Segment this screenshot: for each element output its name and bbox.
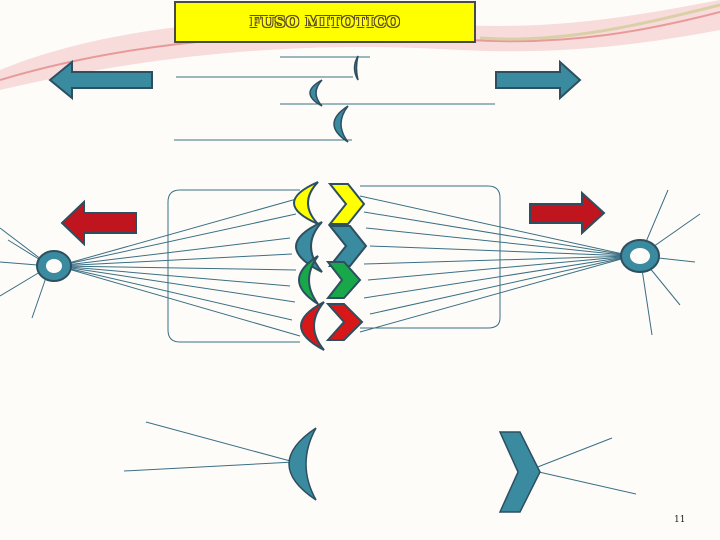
arrow-left-middle [60, 199, 137, 247]
bottom-left-fibers [123, 421, 295, 472]
page-number: 11 [674, 515, 686, 525]
chromosome-teal [295, 221, 368, 273]
spindle-frames [167, 185, 501, 343]
spindle-fibers-right [359, 195, 633, 333]
bottom-left-chromatid [288, 427, 317, 501]
arrow-left-top [48, 59, 153, 101]
spindle-fibers-left [57, 197, 301, 337]
bottom-right-chromatid [498, 431, 541, 513]
arrow-right-middle [529, 190, 606, 236]
bottom-right-fibers [529, 437, 637, 495]
centrosome-right [620, 239, 660, 273]
chromosome-red [300, 301, 364, 351]
top-lines [174, 56, 495, 141]
slide-title: FUSO MITOTICO [249, 13, 401, 31]
centrosome-left [36, 250, 72, 282]
title-box: FUSO MITOTICO [174, 1, 476, 43]
top-chromatids [309, 55, 359, 143]
chromosome-yellow [293, 181, 366, 225]
chromosome-green [298, 255, 362, 305]
arrow-right-top [495, 59, 582, 101]
